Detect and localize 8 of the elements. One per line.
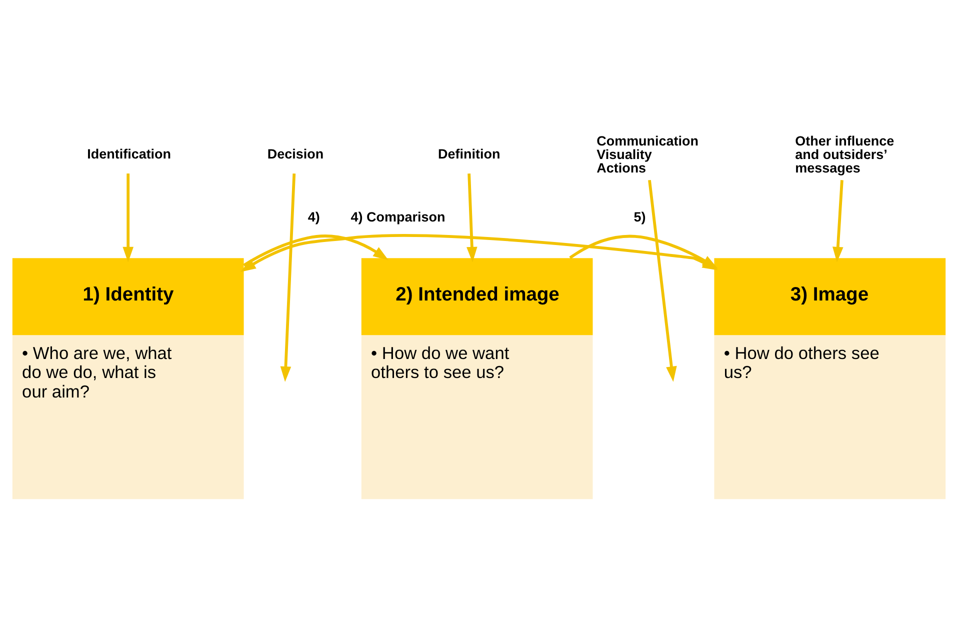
node-text: Identification <box>87 146 172 162</box>
edge-label: 4) <box>308 209 320 224</box>
node-text: Communication Visuality Actions <box>596 133 698 176</box>
node-text: Definition <box>438 146 500 162</box>
edge-label: 4) Comparison <box>350 209 446 224</box>
node-text: Decision <box>267 146 324 162</box>
edge-label: 5) <box>634 209 646 224</box>
node-text: Other influence and outsiders’ messages <box>795 133 894 176</box>
